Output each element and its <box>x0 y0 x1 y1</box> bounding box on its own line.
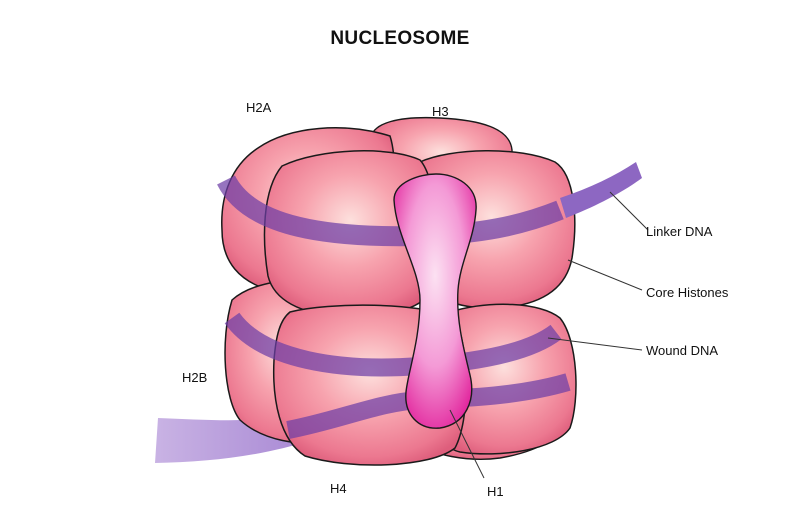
label-h2b: H2B <box>182 370 208 385</box>
linker-dna-right <box>560 162 642 218</box>
leader-line-wound-dna <box>547 337 643 351</box>
label-core-histones: Core Histones <box>646 285 729 300</box>
label-wound-dna: Wound DNA <box>646 343 719 358</box>
label-h3: H3 <box>432 104 449 119</box>
label-linker-dna: Linker DNA <box>646 224 713 239</box>
histone-h1 <box>393 173 477 429</box>
leader-line-linker-dna <box>609 191 649 231</box>
leader-lines <box>449 191 649 479</box>
label-h1: H1 <box>487 484 504 499</box>
label-h4: H4 <box>330 481 347 496</box>
leader-line-h1 <box>449 409 485 479</box>
diagram-title: NUCLEOSOME <box>330 28 470 49</box>
leader-line-core-histones <box>567 259 643 291</box>
label-h2a: H2A <box>246 100 272 115</box>
